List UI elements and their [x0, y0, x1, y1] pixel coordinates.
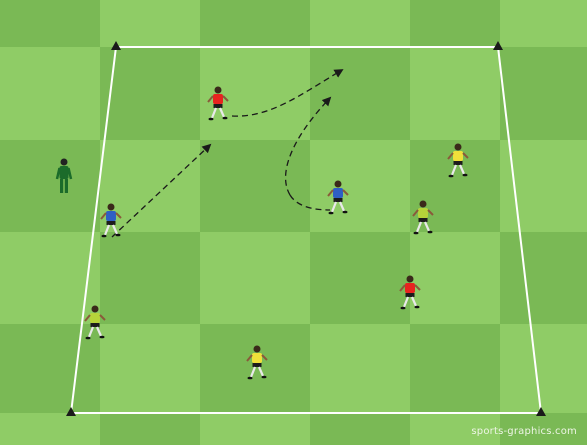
- grass-tile: [500, 47, 587, 140]
- grass-tile: [0, 0, 100, 47]
- grass-tile: [0, 232, 100, 324]
- grass-tile: [100, 232, 200, 324]
- grass-tile: [100, 324, 200, 413]
- grass-tile: [100, 413, 200, 445]
- grass-tile: [410, 47, 500, 140]
- grass-tile: [500, 140, 587, 232]
- grass-tile: [410, 232, 500, 324]
- grass-tile: [0, 413, 100, 445]
- grass-tile: [410, 0, 500, 47]
- grass-tile: [200, 47, 310, 140]
- grass-tile: [310, 140, 410, 232]
- grass-tile: [310, 232, 410, 324]
- grass-tile: [200, 413, 310, 445]
- grass-tile: [310, 47, 410, 140]
- grass-tile: [200, 0, 310, 47]
- grass-tile: [310, 0, 410, 47]
- grass-tile: [100, 0, 200, 47]
- grass-tile: [310, 324, 410, 413]
- grass-tile: [0, 140, 100, 232]
- grass-tile: [0, 47, 100, 140]
- grass-tile: [310, 413, 410, 445]
- grass-tile: [500, 324, 587, 413]
- grass-tile: [500, 232, 587, 324]
- grass-tile: [410, 324, 500, 413]
- grass-tile: [0, 324, 100, 413]
- grass-tile: [500, 0, 587, 47]
- grass-tile: [200, 140, 310, 232]
- watermark: sports-graphics.com: [471, 426, 577, 437]
- grass-tile: [200, 232, 310, 324]
